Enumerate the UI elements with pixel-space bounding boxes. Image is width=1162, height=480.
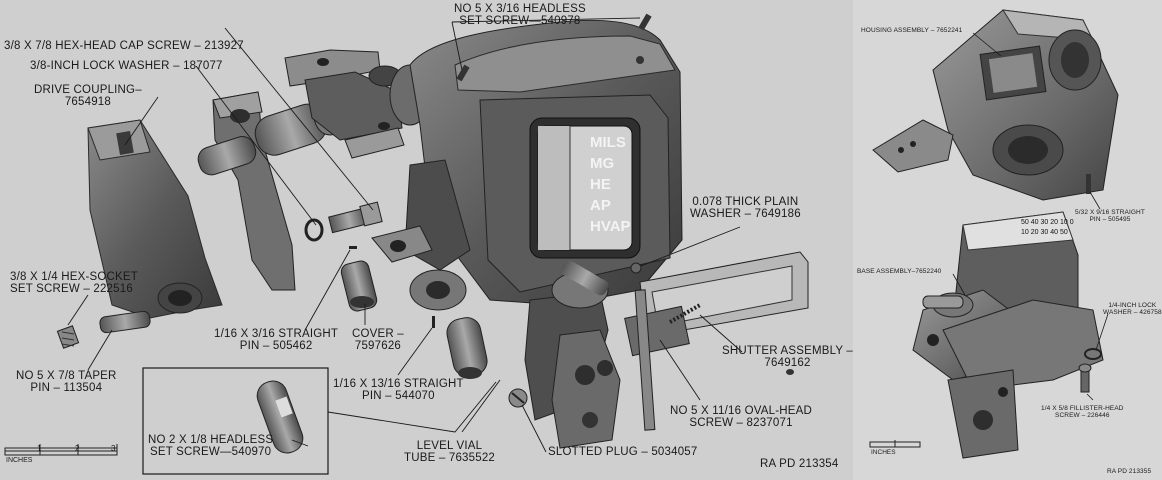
label-headless-set-screw-540970: NO 2 X 1/8 HEADLESS SET SCREW—540970 xyxy=(148,434,274,459)
label-straight-pin-544070: 1/16 x 13/16 STRAIGHT PIN – 544070 xyxy=(333,378,464,403)
inset-set-screw-part xyxy=(256,380,304,454)
dial-number: 30 xyxy=(1040,219,1049,226)
label-housing-assembly: HOUSING ASSEMBLY – 7652241 xyxy=(861,27,963,34)
dial-word: HVAP xyxy=(590,218,631,235)
dial-word: MG xyxy=(590,155,615,172)
fillister-screw-part xyxy=(1078,363,1092,393)
label-hex-cap-screw: 3/8 x 7/8 HEX-HEAD CAP SCREW – 213927 xyxy=(4,40,244,52)
dial-number: 20 xyxy=(1030,229,1039,236)
dial-number: 0 xyxy=(1069,219,1074,226)
housing-assembly-part xyxy=(872,9,1119,201)
shutter-assembly-part xyxy=(624,251,809,431)
right-leader-lines xyxy=(952,32,1109,401)
dial-number: 30 xyxy=(1040,229,1049,236)
dial-word: HE xyxy=(590,176,611,193)
straight-pin-part xyxy=(1086,174,1091,194)
left-scale-bar xyxy=(4,444,118,456)
dial-number: 50 xyxy=(1021,219,1029,226)
label-oval-head-screw: NO 5 x 11/16 OVAL-HEAD SCREW – 8237071 xyxy=(670,405,813,430)
scale-unit-label: INCHES xyxy=(6,457,33,464)
left-figure-reference: RA PD 213354 xyxy=(760,458,839,470)
hex-cap-screw-part xyxy=(328,201,383,234)
drive-coupling-part xyxy=(87,119,223,319)
main-housing-part xyxy=(389,13,683,311)
straight-pin-long xyxy=(432,316,435,328)
mounting-yoke-part xyxy=(284,49,405,159)
dial-window-words: MILS MG HE AP HVAP xyxy=(590,132,631,237)
label-lock-washer: 1/4-INCH LOCK WASHER – 426758 xyxy=(1103,302,1162,316)
label-base-assembly: BASE ASSEMBLY–7652240 xyxy=(857,268,942,275)
dial-number: 10 xyxy=(1021,229,1029,236)
label-taper-pin: NO 5 x 7/8 TAPER PIN – 113504 xyxy=(16,370,117,395)
label-headless-set-screw-540978: NO 5 X 3/16 HEADLESS SET SCREW—540978 xyxy=(454,3,586,28)
right-scale-unit-label: INCHES xyxy=(871,449,896,456)
dial-word: MILS xyxy=(590,134,626,151)
dial-word: AP xyxy=(590,197,611,214)
level-vial-part xyxy=(446,317,488,379)
right-figure-reference: RA PD 213355 xyxy=(1107,468,1152,475)
base-dial-scale: 50 40 30 20 10 0 10 20 30 40 50 xyxy=(1021,218,1081,238)
label-shutter-assembly: SHUTTER ASSEMBLY – 7649162 xyxy=(722,345,853,370)
dial-number: 40 xyxy=(1030,219,1039,226)
dial-number: 20 xyxy=(1050,219,1059,226)
dial-number: 40 xyxy=(1050,229,1059,236)
label-level-vial: LEVEL VIAL TUBE – 7635522 xyxy=(404,440,496,465)
plain-washer-part xyxy=(630,262,642,274)
label-hex-socket-set-screw: 3/8 x 1/4 HEX-SOCKET SET SCREW – 222516 xyxy=(10,271,138,296)
label-straight-pin: 5/32 x 9/16 STRAIGHT PIN – 505495 xyxy=(1075,209,1145,223)
small-parts xyxy=(56,201,642,408)
right-scale-bar xyxy=(869,440,921,448)
cover-part xyxy=(340,260,378,312)
left-parts-drawing xyxy=(4,13,809,475)
straight-pin-small xyxy=(349,246,357,249)
base-assembly-part xyxy=(912,211,1104,459)
label-fillister-head-screw: 1/4 x 5/8 FILLISTER-HEAD SCREW – 226446 xyxy=(1041,405,1124,419)
dial-number: 50 xyxy=(1060,229,1068,236)
right-exploded-view: 50 40 30 20 10 0 10 20 30 40 50 HOUSING … xyxy=(853,0,1162,480)
slotted-plug-part xyxy=(508,388,528,408)
inset-box xyxy=(142,367,329,475)
lock-washer-part xyxy=(1084,348,1102,360)
right-parts-drawing xyxy=(869,9,1119,459)
lower-column-part xyxy=(524,260,621,449)
label-cover: COVER – 7597626 xyxy=(352,328,404,353)
label-lock-washer: 3/8-INCH LOCK WASHER – 187077 xyxy=(30,60,223,72)
label-straight-pin-505462: 1/16 x 3/16 STRAIGHT PIN – 505462 xyxy=(214,328,339,353)
scale-tick-label: 3 xyxy=(111,444,116,453)
label-drive-coupling: DRIVE COUPLING– 7654918 xyxy=(34,84,142,109)
label-plain-washer: 0.078 THICK PLAIN WASHER – 7649186 xyxy=(690,196,801,221)
leader-lines xyxy=(67,17,743,453)
taper-pin-part xyxy=(99,310,151,334)
hex-socket-screw-part xyxy=(56,325,80,349)
dial-number: 10 xyxy=(1060,219,1068,226)
left-exploded-view: MILS MG HE AP HVAP NO 5 X 3/16 HEADLESS … xyxy=(0,0,853,480)
mount-flange-part xyxy=(371,225,433,263)
scale-tick-label: 1 xyxy=(37,444,42,453)
label-slotted-plug: SLOTTED PLUG – 5034057 xyxy=(548,446,698,458)
scale-tick-label: 2 xyxy=(75,444,80,453)
lock-washer-part xyxy=(304,218,324,242)
